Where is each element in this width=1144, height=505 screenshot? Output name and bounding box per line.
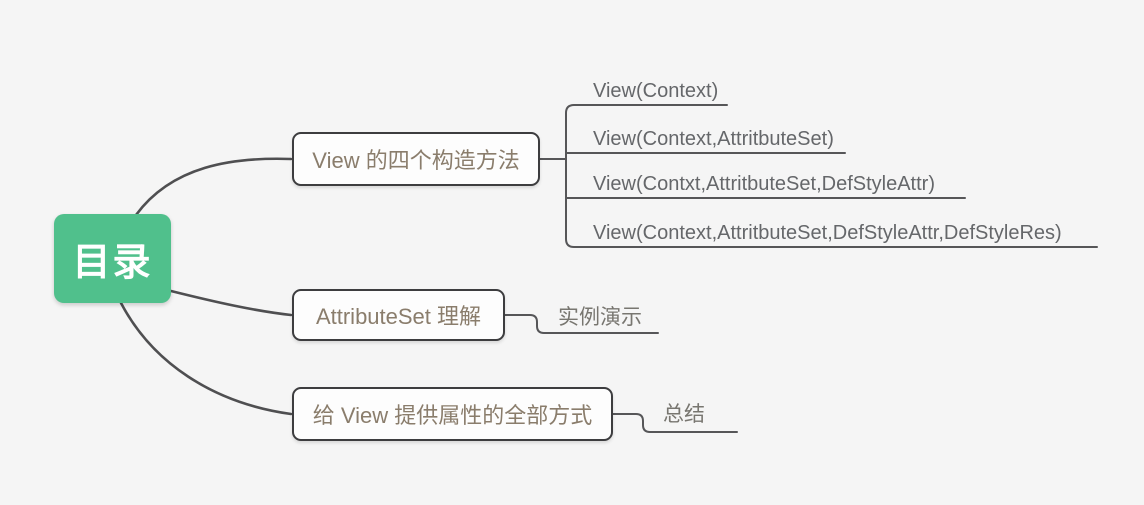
branch-node-view-constructors[interactable]: View 的四个构造方法 (292, 132, 540, 186)
child-node-view-context-attrset-defstyleattr[interactable]: View(Contxt,AttritbuteSet,DefStyleAttr) (593, 172, 935, 196)
leaf-node-summary[interactable]: 总结 (663, 402, 705, 427)
child-node-label: View(Context,AttritbuteSet,DefStyleAttr,… (593, 222, 1062, 244)
child-node-view-context-attrset-defstyleattr-defstyleres[interactable]: View(Context,AttritbuteSet,DefStyleAttr,… (593, 221, 1062, 245)
leaf-node-label: 实例演示 (558, 306, 642, 329)
child-node-label: View(Context,AttritbuteSet) (593, 128, 834, 150)
child-node-label: View(Context) (593, 80, 719, 102)
root-node[interactable]: 目录 (54, 214, 171, 303)
branch-node-label: View 的四个构造方法 (312, 148, 520, 173)
branch-node-attributeset[interactable]: AttributeSet 理解 (292, 289, 505, 341)
branch-node-label: 给 View 提供属性的全部方式 (312, 403, 593, 428)
child-node-label: View(Contxt,AttritbuteSet,DefStyleAttr) (593, 173, 935, 195)
root-node-label: 目录 (72, 242, 153, 284)
child-node-view-context-attrset[interactable]: View(Context,AttritbuteSet) (593, 127, 834, 151)
branch-node-view-attribute-ways[interactable]: 给 View 提供属性的全部方式 (292, 387, 613, 441)
connector-root-branch2 (169, 289, 293, 317)
connector-root-branch1 (134, 157, 293, 217)
branch-node-label: AttributeSet 理解 (315, 304, 482, 329)
child-node-view-context[interactable]: View(Context) (593, 79, 718, 103)
connector-root-branch3 (119, 301, 293, 416)
leaf-node-label: 总结 (663, 403, 705, 426)
leaf-node-demo[interactable]: 实例演示 (558, 305, 642, 330)
